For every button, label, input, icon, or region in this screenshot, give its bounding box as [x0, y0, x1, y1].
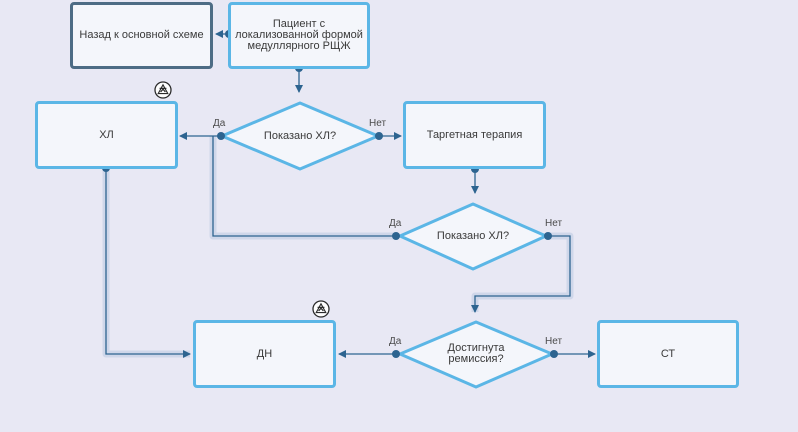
back-button-label: Назад к основной схеме [79, 29, 204, 41]
port-dot [544, 232, 552, 240]
decision-diamond-q1 [220, 101, 380, 171]
edge-label-q3-no: Нет [545, 336, 563, 347]
edge-label-q1-yes: Да [213, 118, 226, 129]
port-dot [217, 132, 225, 140]
back-to-main-scheme-button[interactable]: Назад к основной схеме [70, 2, 213, 69]
radiation-badge-icon [154, 81, 172, 99]
decision-q1-label[interactable]: Показано ХЛ? [263, 129, 337, 142]
edge-hl-to-dn [105, 168, 191, 358]
node-hl-label: ХЛ [99, 128, 114, 141]
node-dn[interactable]: ДН [193, 320, 336, 388]
radiation-badge-icon [312, 300, 330, 318]
node-patient[interactable]: Пациент с локализованной формой медулляр… [228, 2, 370, 69]
decision-diamond-q2 [398, 202, 548, 271]
decision-q3-label[interactable]: Достигнута ремиссия? [447, 342, 505, 365]
node-patient-label: Пациент с локализованной формой медулляр… [235, 18, 363, 52]
edge-label-q2-yes: Да [389, 218, 402, 229]
port-dot [392, 350, 400, 358]
node-st[interactable]: СТ [597, 320, 739, 388]
edge-q2-no-to-q3 [471, 235, 571, 313]
port-dot [375, 132, 383, 140]
decision-q2-label[interactable]: Показано ХЛ? [436, 229, 510, 242]
node-targeted-label: Таргетная терапия [426, 128, 523, 141]
node-dn-label: ДН [256, 347, 273, 360]
edge-label-q3-yes: Да [389, 336, 402, 347]
node-hl[interactable]: ХЛ [35, 101, 178, 169]
edge-label-q1-no: Нет [369, 118, 387, 129]
edge-label-q2-no: Нет [545, 218, 563, 229]
port-dot [392, 232, 400, 240]
node-st-label: СТ [660, 347, 676, 360]
decision-diamond-q3 [398, 320, 554, 389]
node-targeted-therapy[interactable]: Таргетная терапия [403, 101, 546, 169]
port-dot [550, 350, 558, 358]
edge-q2-yes-to-hl [212, 136, 396, 237]
